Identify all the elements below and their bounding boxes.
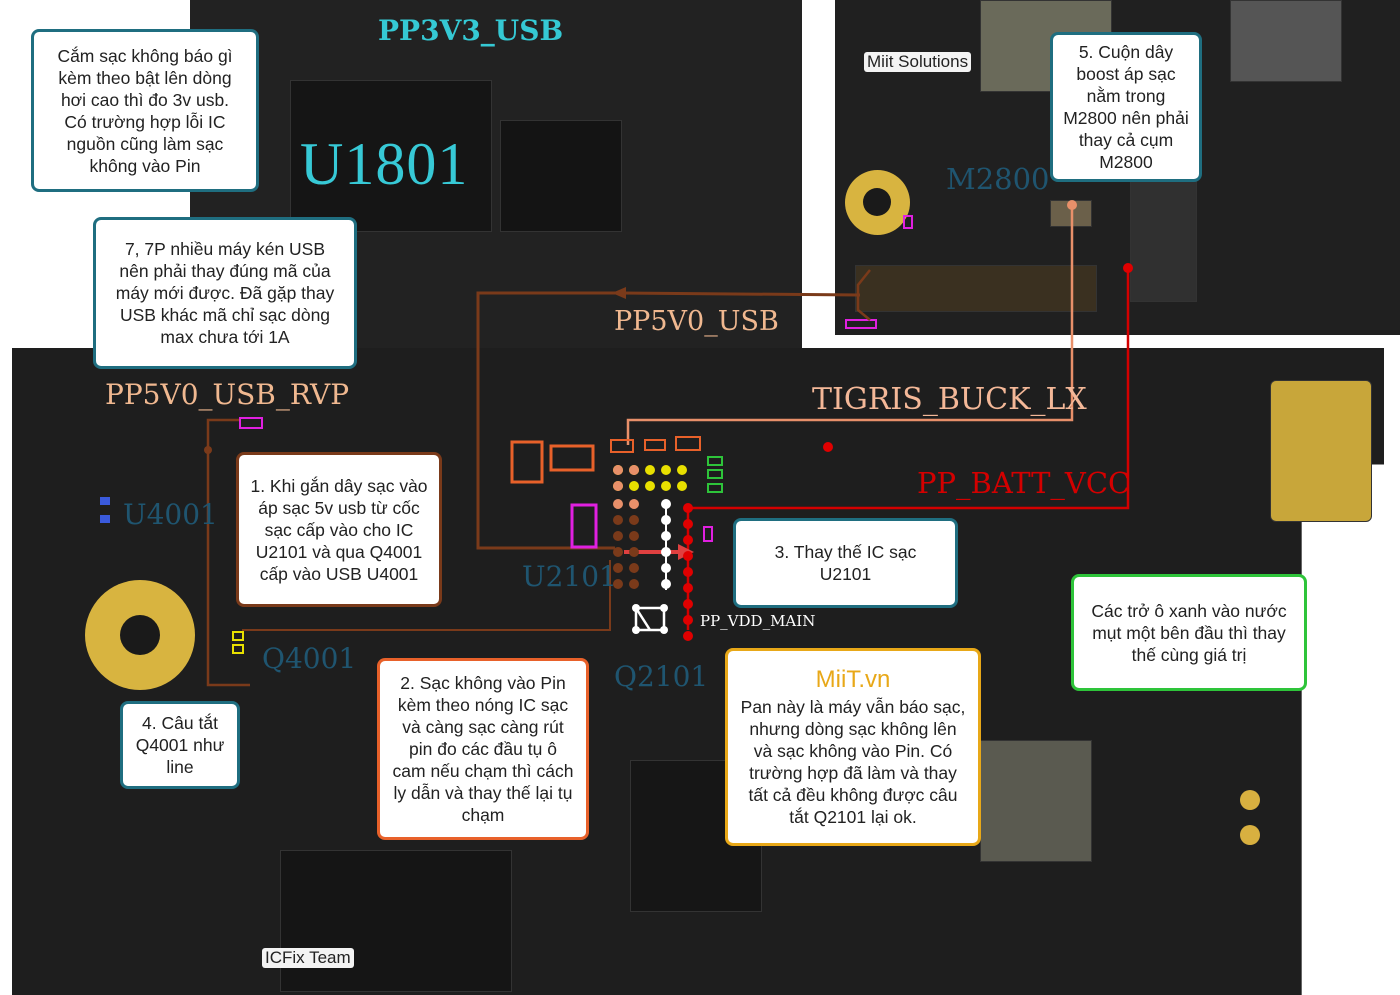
gold-shield-pad [1270, 380, 1372, 522]
q2101-outline [634, 603, 666, 632]
u2101-ball-grid [613, 465, 687, 491]
test-pad-3 [1240, 825, 1260, 845]
label-pp5v0-usb: PP5V0_USB [614, 306, 779, 337]
label-u2101: U2101 [522, 560, 617, 593]
label-u4001: U4001 [123, 498, 218, 531]
note-step-4: 4. Câu tắt Q4001 như line [120, 701, 240, 789]
label-q4001: Q4001 [262, 642, 357, 675]
label-pp-vdd-main: PP_VDD_MAIN [700, 612, 816, 630]
label-tigris-buck-lx: TIGRIS_BUCK_LX [812, 382, 1087, 417]
connector-strip [855, 265, 1097, 312]
note-usb-model: 7, 7P nhiều máy kén USB nên phải thay đú… [93, 217, 357, 369]
screw-hole-top [863, 188, 891, 216]
note-step-1: 1. Khi gắn dây sạc vào áp sạc 5v usb từ … [236, 452, 442, 607]
net-tigris-buck-lx [626, 205, 1074, 445]
net-pp5v0-usb-rvp [206, 418, 250, 687]
label-pp5v0-usb-rvp: PP5V0_USB_RVP [105, 378, 350, 411]
u1801-chip [290, 80, 492, 232]
label-pp-batt-vcc: PP_BATT_VCC [917, 466, 1131, 500]
watermark-icfix-team: ICFix Team [262, 948, 354, 968]
note-miit: MiiT.vn Pan này là máy vẫn báo sạc, nhưn… [725, 648, 981, 846]
miit-body: Pan này là máy vẫn báo sạc, nhưng dòng s… [740, 697, 966, 827]
note-m2800-coil: 5. Cuộn dây boost áp sạc nằm trong M2800… [1050, 32, 1202, 182]
label-u1801: U1801 [300, 131, 469, 197]
note-step-2: 2. Sạc không vào Pin kèm theo nóng IC sạ… [377, 658, 589, 840]
top-right-chip [1230, 0, 1342, 82]
net-q4001 [242, 560, 611, 631]
lower-right-chip [980, 740, 1092, 862]
label-q2101: Q2101 [614, 660, 709, 693]
bottom-left-chip [280, 850, 512, 992]
pmic-chip [500, 120, 622, 232]
m2800-module [1130, 170, 1197, 302]
miit-title: MiiT.vn [815, 666, 891, 693]
net-pp5v0-usb [476, 291, 861, 550]
screw-hole-left [120, 615, 160, 655]
watermark-miit-solutions: Miit Solutions [864, 52, 972, 72]
label-m2800: M2800 [946, 162, 1050, 196]
note-green-resistors: Các trở ô xanh vào nước mụt một bên đầu … [1071, 574, 1307, 691]
label-pp3v3-usb: PP3V3_USB [378, 14, 564, 47]
note-step-3: 3. Thay thế IC sạc U2101 [733, 518, 958, 608]
note-usb-3v: Cắm sạc không báo gì kèm theo bật lên dò… [31, 29, 259, 192]
test-pad-2 [1240, 790, 1260, 810]
